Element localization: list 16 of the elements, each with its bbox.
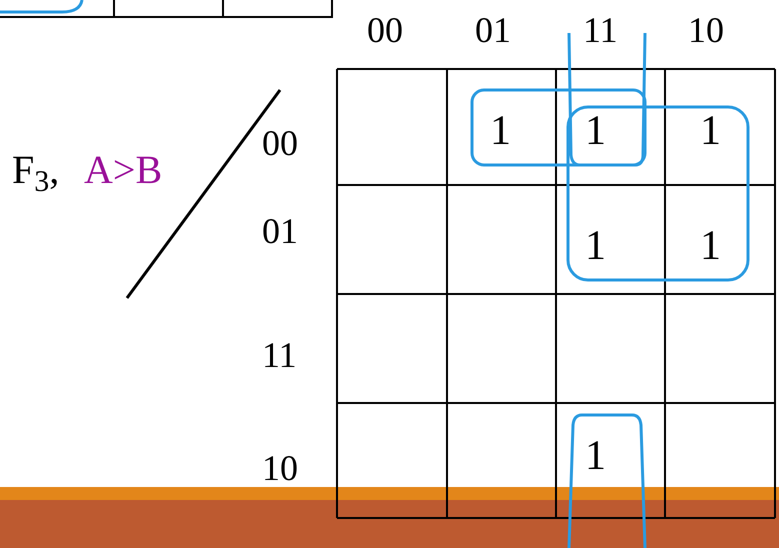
axis-label: 00	[367, 12, 403, 48]
axis-label: 01	[262, 213, 298, 249]
cell-value: 1	[490, 110, 511, 152]
condition-label: A>B	[84, 150, 162, 190]
axis-label: 10	[262, 450, 298, 486]
axis-label: 10	[688, 12, 724, 48]
cell-value: 1	[585, 435, 606, 477]
axis-label: 00	[262, 125, 298, 161]
axis-label: 11	[262, 337, 297, 373]
function-label: F$_{3}$,	[12, 150, 60, 190]
cell-value: 1	[585, 110, 606, 152]
cell-value: 1	[700, 110, 721, 152]
axis-label: 11	[583, 12, 618, 48]
axis-label: 01	[475, 12, 511, 48]
cell-value: 1	[700, 225, 721, 267]
cell-value: 1	[585, 225, 606, 267]
